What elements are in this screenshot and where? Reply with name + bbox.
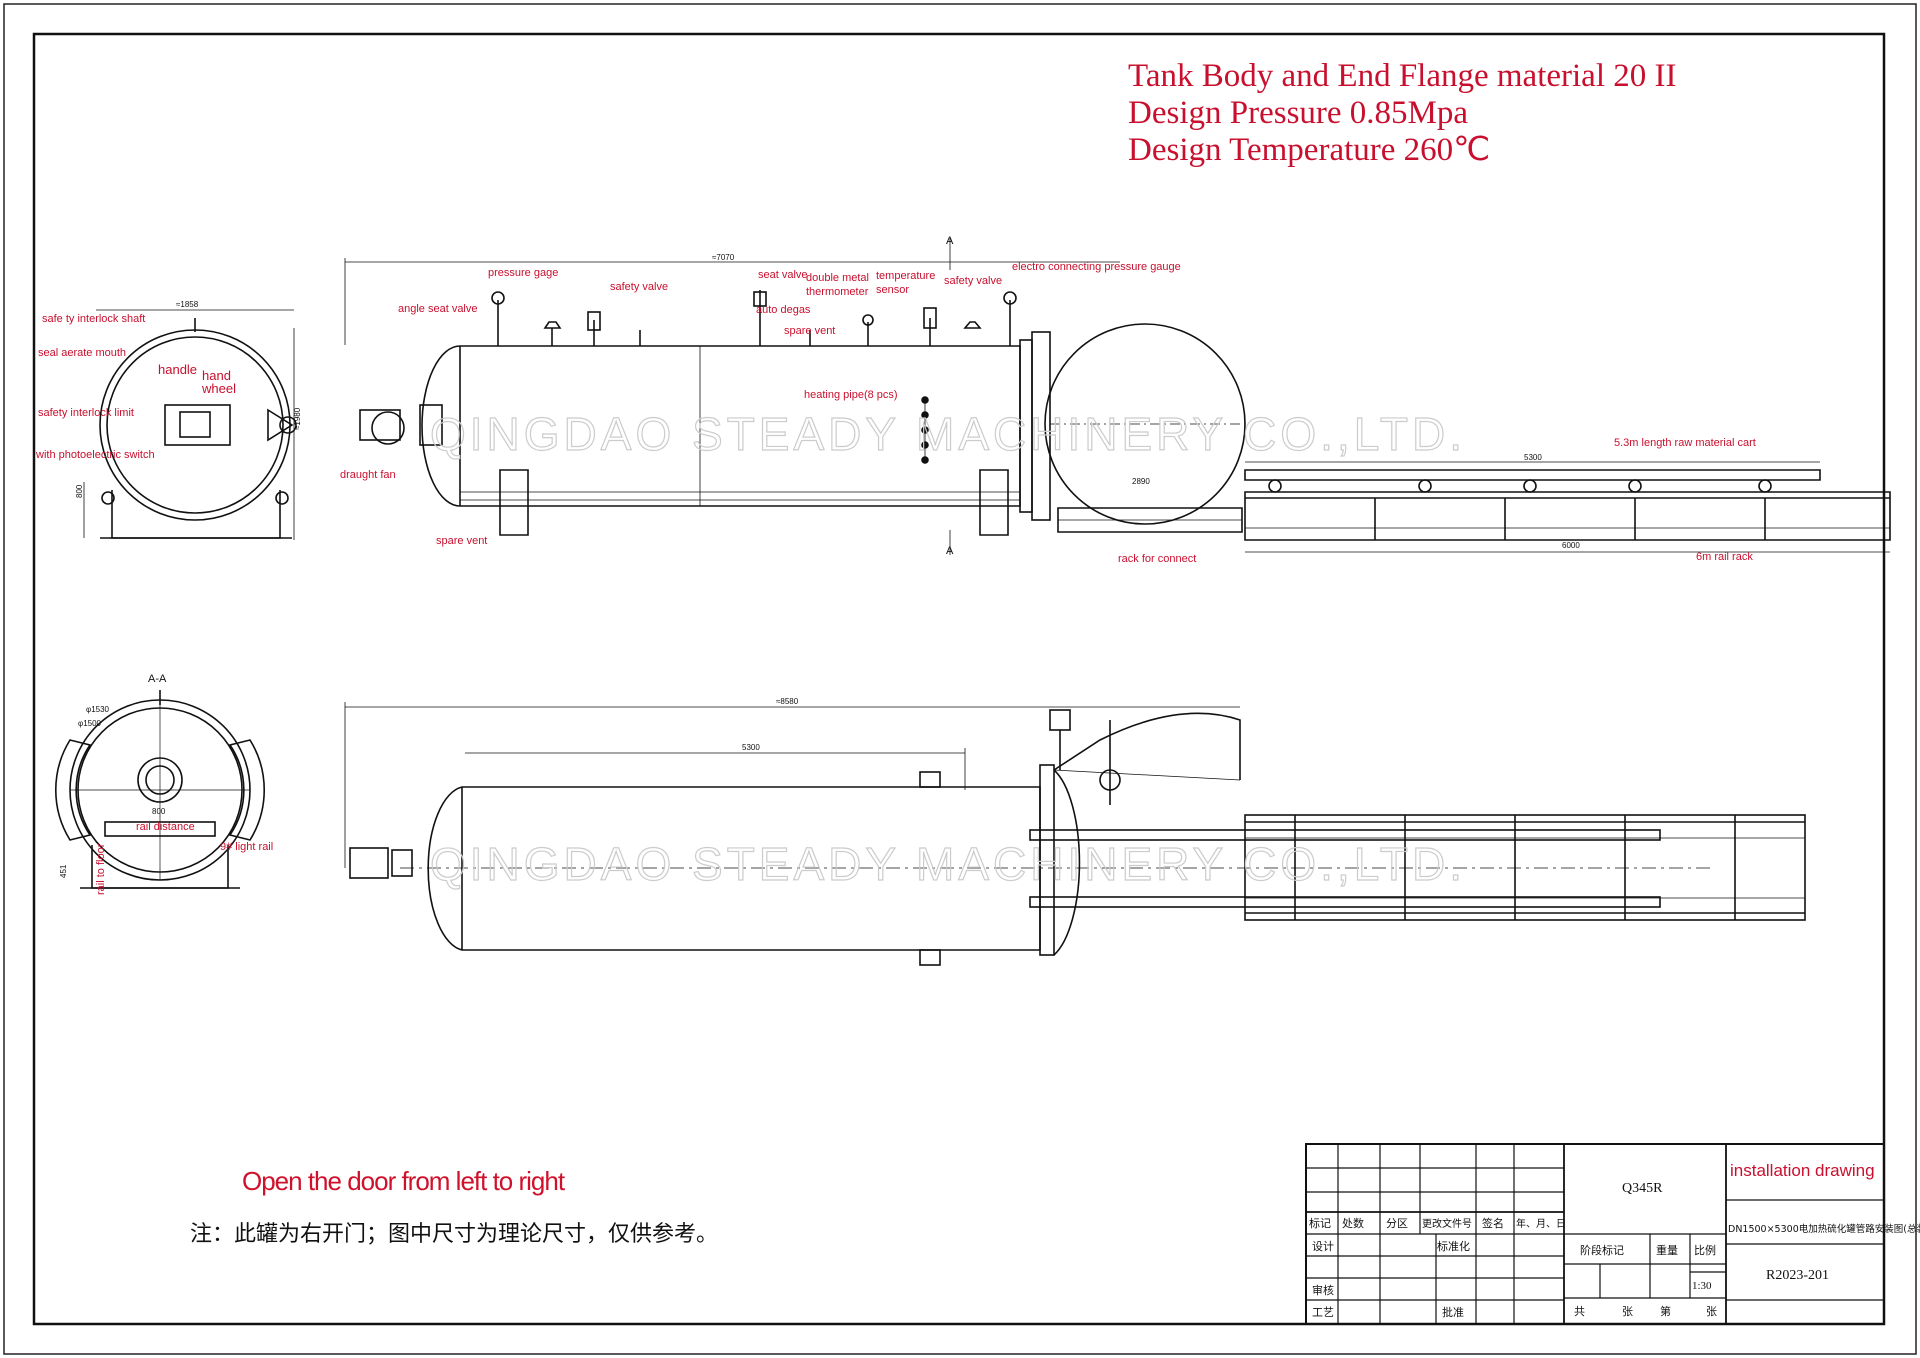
label-spare-vent-bottom: spare vent bbox=[436, 535, 487, 547]
tb-c-zhongliang: 重量 bbox=[1656, 1243, 1678, 1257]
chinese-note: 注：此罐为右开门；图中尺寸为理论尺寸，仅供参考。 bbox=[190, 1222, 719, 1247]
tb-product: DN1500×5300电加热硫化罐管路安装图(总装) bbox=[1728, 1223, 1920, 1235]
label-heating-pipe: heating pipe(8 pcs) bbox=[804, 389, 898, 401]
label-thermometer: thermometer bbox=[806, 286, 869, 298]
tb-r-biaozhunhua: 标准化 bbox=[1437, 1239, 1470, 1253]
label-double-metal: double metal bbox=[806, 272, 869, 284]
label-seal-aerate-mouth: seal aerate mouth bbox=[38, 347, 126, 359]
label-section-aa: A-A bbox=[148, 673, 167, 685]
label-angle-seat-valve: angle seat valve bbox=[398, 303, 478, 315]
label-rail-distance: rail distance bbox=[136, 821, 195, 833]
tb-h-fenqu: 分区 bbox=[1386, 1217, 1408, 1230]
watermark-top: QINGDAO STEADY MACHINERY CO.,LTD. bbox=[430, 408, 1466, 460]
tb-f-gong: 共 bbox=[1574, 1305, 1585, 1318]
dim-floor-height: 451 bbox=[59, 864, 68, 878]
dim-section-dia-2: φ1500 bbox=[78, 719, 102, 728]
open-door-note: Open the door from left to right bbox=[242, 1166, 565, 1196]
label-hand: hand bbox=[202, 368, 231, 383]
dim-section-dia-1: φ1530 bbox=[86, 705, 110, 714]
label-light-rail: 9# light rail bbox=[220, 841, 273, 853]
design-spec-header: Tank Body and End Flange material 20 II … bbox=[1128, 58, 1676, 169]
tb-r-pizhun: 批准 bbox=[1442, 1305, 1464, 1319]
label-wheel: wheel bbox=[201, 381, 236, 396]
label-spare-vent-top: spare vent bbox=[784, 325, 835, 337]
label-interlock-shaft: safe ty interlock shaft bbox=[42, 313, 145, 325]
tb-h-gengwen: 更改文件号 bbox=[1422, 1217, 1472, 1230]
tb-material: Q345R bbox=[1622, 1181, 1663, 1196]
outer-border bbox=[3, 3, 1917, 1355]
dim-cart-length: 5300 bbox=[1524, 453, 1542, 462]
watermark-bottom: QINGDAO STEADY MACHINERY CO.,LTD. bbox=[430, 838, 1466, 890]
label-photoelectric-switch: with photoelectric switch bbox=[35, 449, 155, 461]
title-block bbox=[1305, 1143, 1885, 1325]
tank-side-view bbox=[344, 238, 1891, 555]
dim-rail-distance: 800 bbox=[152, 807, 166, 816]
tank-top-view bbox=[344, 702, 1806, 966]
label-draught-fan: draught fan bbox=[340, 469, 396, 481]
tb-f-zhang-1: 张 bbox=[1622, 1305, 1633, 1318]
label-rack-for-connect: rack for connect bbox=[1118, 553, 1196, 565]
label-safety-valve-1: safety valve bbox=[610, 281, 668, 293]
label-section-mark-bottom: A bbox=[946, 545, 954, 557]
tb-r-shenhe: 审核 bbox=[1312, 1283, 1334, 1297]
dim-rack-length: 2890 bbox=[1132, 477, 1150, 486]
dim-side-diameter: ≈1858 bbox=[176, 300, 199, 309]
tb-r-sheji: 设计 bbox=[1312, 1240, 1334, 1253]
dim-rail-length: 6000 bbox=[1562, 541, 1580, 550]
label-sensor: sensor bbox=[876, 284, 909, 296]
dim-bottom-overall: ≈8580 bbox=[776, 697, 799, 706]
dim-top-overall: ≈7070 bbox=[712, 253, 735, 262]
section-aa bbox=[55, 690, 265, 889]
tb-f-di: 第 bbox=[1660, 1304, 1671, 1318]
spec-temperature: Design Temperature 260℃ bbox=[1128, 132, 1491, 168]
inner-border bbox=[32, 32, 1886, 1326]
spec-pressure: Design Pressure 0.85Mpa bbox=[1128, 95, 1469, 131]
label-electro-gauge: electro connecting pressure gauge bbox=[1012, 261, 1181, 273]
label-pressure-gage: pressure gage bbox=[488, 267, 558, 279]
tb-drawing-number: R2023-201 bbox=[1766, 1268, 1829, 1283]
tb-h-chushu: 处数 bbox=[1342, 1217, 1364, 1230]
tb-drawing-type: installation drawing bbox=[1730, 1161, 1875, 1180]
label-handle: handle bbox=[158, 362, 197, 377]
label-raw-material-cart: 5.3m length raw material cart bbox=[1614, 437, 1756, 449]
tb-h-qianming: 签名 bbox=[1482, 1216, 1504, 1230]
tb-f-zhang-2: 张 bbox=[1706, 1305, 1717, 1318]
tb-r-gongyi: 工艺 bbox=[1312, 1306, 1334, 1319]
label-temperature: temperature bbox=[876, 270, 935, 282]
label-rail-rack: 6m rail rack bbox=[1696, 551, 1753, 563]
spec-material: Tank Body and End Flange material 20 II bbox=[1128, 58, 1677, 94]
dim-side-base: 800 bbox=[75, 484, 84, 498]
label-safety-valve-2: safety valve bbox=[944, 275, 1002, 287]
dim-bottom-inner: 5300 bbox=[742, 743, 760, 752]
tb-h-nianyueri: 年、月、日 bbox=[1516, 1217, 1566, 1230]
label-section-mark-top: A bbox=[946, 235, 954, 247]
dim-side-height: ≈1980 bbox=[293, 407, 302, 430]
label-seat-valve: seat valve bbox=[758, 269, 808, 281]
tb-c-bili: 比例 bbox=[1694, 1243, 1716, 1257]
label-rail-to-floor: rail to floor bbox=[95, 843, 107, 895]
tb-scale: 1:30 bbox=[1692, 1280, 1712, 1292]
tb-c-jieduan: 阶段标记 bbox=[1580, 1243, 1624, 1257]
tb-h-biaoji: 标记 bbox=[1309, 1216, 1331, 1230]
label-auto-degas: auto degas bbox=[756, 304, 811, 316]
label-interlock-limit: safety interlock limit bbox=[38, 407, 134, 419]
end-view bbox=[83, 309, 297, 540]
